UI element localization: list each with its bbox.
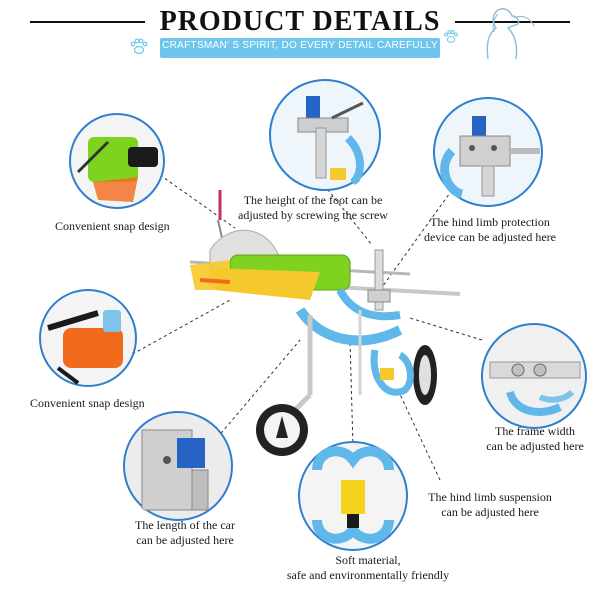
- subtitle-banner: [160, 38, 440, 58]
- wheelchair-illustration: [189, 190, 461, 456]
- page-title: PRODUCT DETAILS: [159, 6, 441, 37]
- paw-print-icon: [130, 38, 148, 55]
- paw-print-icon: [444, 30, 458, 43]
- header-divider-lines: [30, 21, 570, 23]
- caption-foot-height: The height of the foot can be adjusted b…: [238, 193, 388, 222]
- caption-hind-suspension: The hind limb suspension can be adjusted…: [428, 490, 552, 519]
- detail-circle-soft-material: [297, 440, 409, 552]
- dog-silhouette-icon: [486, 8, 535, 60]
- caption-hind-protection: The hind limb protection device can be a…: [424, 215, 556, 244]
- detail-circle-foot-height: [268, 78, 383, 193]
- header: PRODUCT DETAILS CRAFTSMAN' S SPIRIT, DO …: [0, 0, 600, 66]
- caption-frame-width: The frame width can be adjusted here: [486, 424, 584, 453]
- detail-circle-snap-top: [68, 112, 166, 210]
- detail-circle-snap-bottom: [38, 288, 138, 388]
- caption-car-length: The length of the car can be adjusted he…: [135, 518, 235, 547]
- detail-circle-frame-width: [480, 322, 588, 430]
- detail-circle-hind-protection: [432, 96, 544, 208]
- caption-snap-bottom: Convenient snap design: [30, 396, 145, 410]
- detail-circle-car-length: [122, 410, 234, 522]
- caption-snap-top: Convenient snap design: [55, 219, 170, 233]
- caption-soft-material: Soft material, safe and environmentally …: [286, 553, 450, 582]
- page-subtitle: CRAFTSMAN' S SPIRIT, DO EVERY DETAIL CAR…: [162, 40, 438, 51]
